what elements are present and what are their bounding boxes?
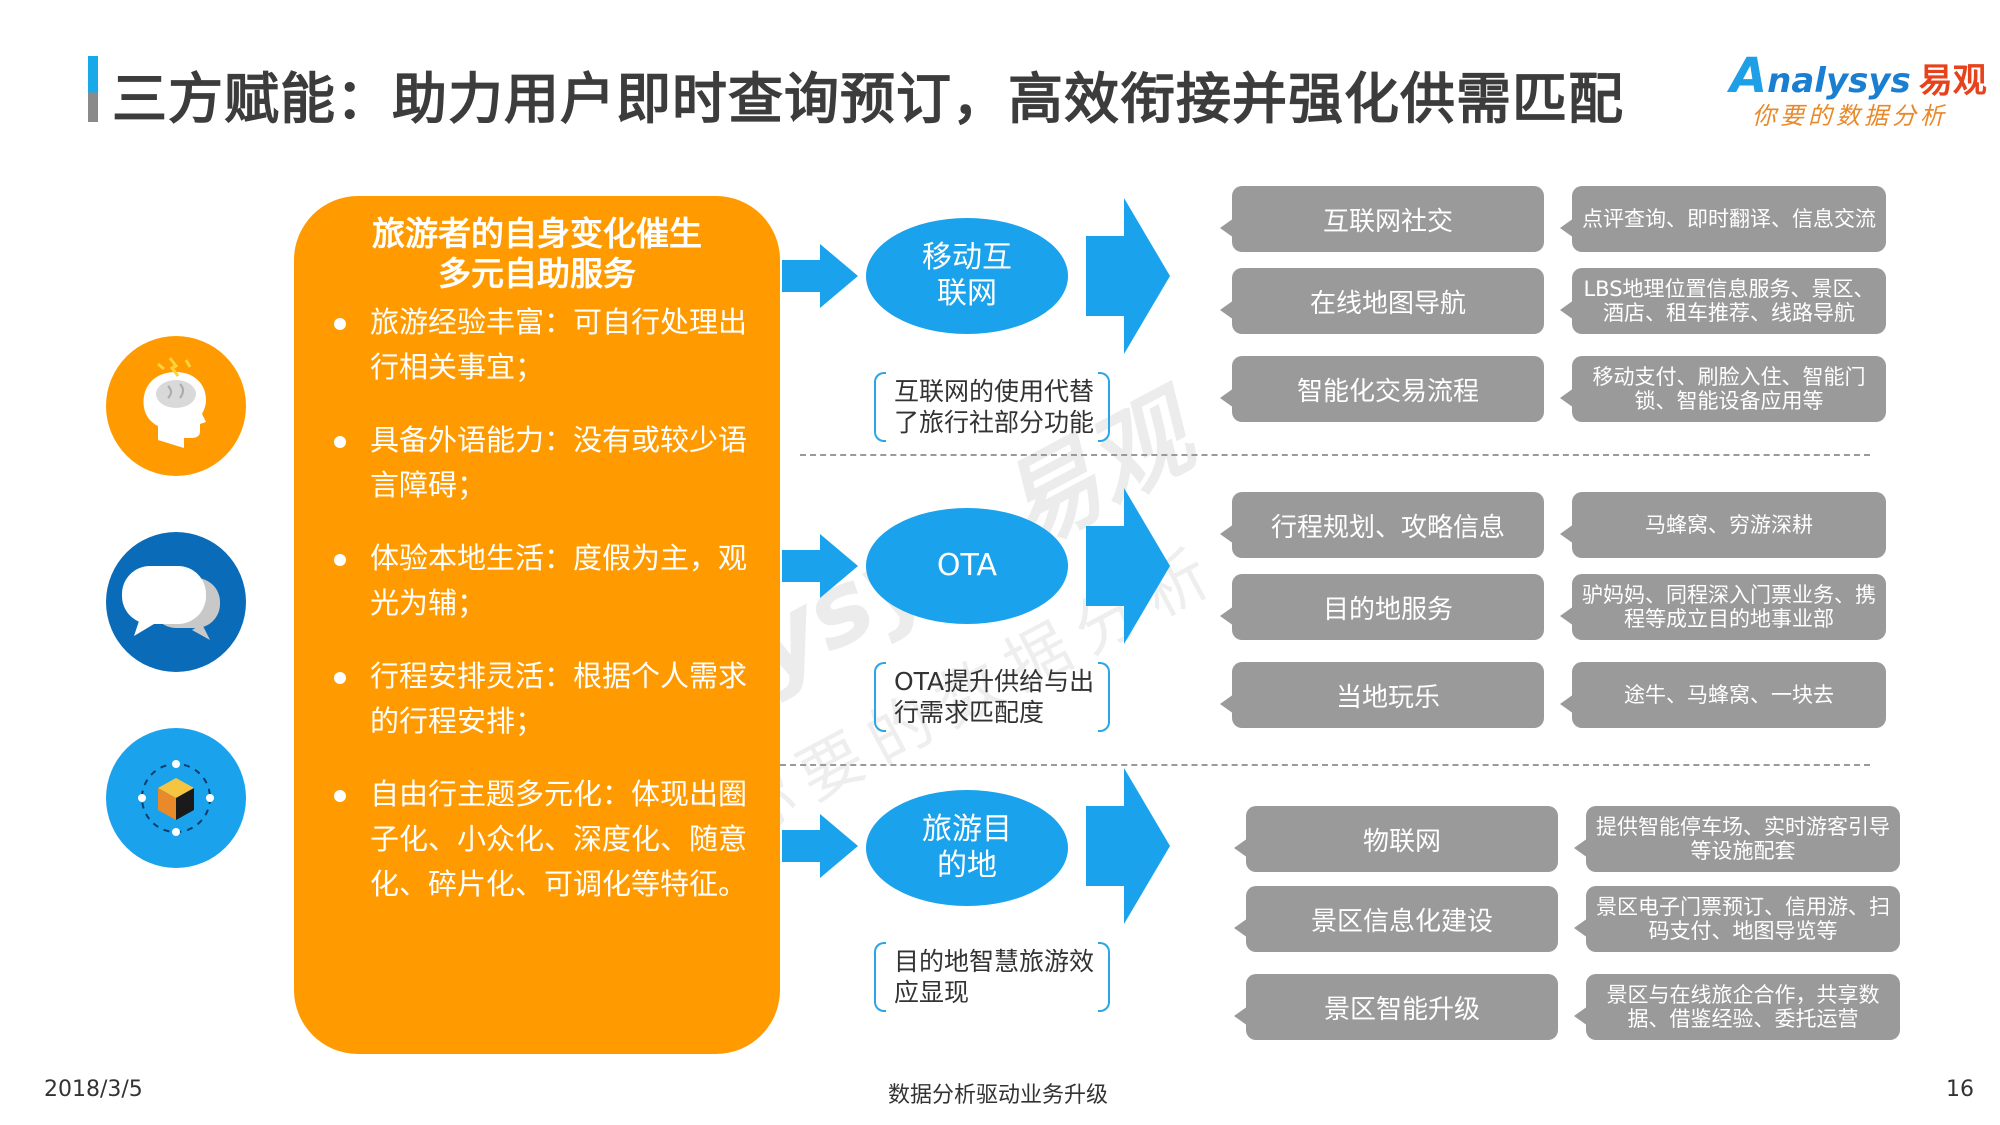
list-item: 旅游经验丰富：可自行处理出行相关事宜； bbox=[334, 300, 764, 390]
channel-mobile-internet: 移动互联网 bbox=[866, 218, 1068, 334]
feature-box: 智能化交易流程 bbox=[1220, 356, 1544, 422]
large-arrow-icon bbox=[1086, 488, 1170, 644]
detail-box: 马蜂窝、穷游深耕 bbox=[1560, 492, 1886, 558]
detail-box: 点评查询、即时翻译、信息交流 bbox=[1560, 186, 1886, 252]
title-accent-bar bbox=[88, 56, 98, 122]
panel-title-line2: 多元自助服务 bbox=[438, 254, 636, 293]
page-title: 三方赋能：助力用户即时查询预订，高效衔接并强化供需匹配 bbox=[112, 67, 1625, 131]
small-arrow-icon bbox=[782, 244, 858, 308]
logo-initial: A bbox=[1730, 48, 1768, 104]
channel-label: 移动互联网 bbox=[922, 240, 1012, 311]
panel-title: 旅游者的自身变化催生 多元自助服务 bbox=[294, 214, 780, 294]
section-note: 目的地智慧旅游效应显现 bbox=[874, 942, 1110, 1012]
list-item: 体验本地生活：度假为主，观光为辅； bbox=[334, 536, 764, 626]
footer-center: 数据分析驱动业务升级 bbox=[888, 1083, 1109, 1108]
feature-box: 互联网社交 bbox=[1220, 186, 1544, 252]
detail-box: 驴妈妈、同程深入门票业务、携程等成立目的地事业部 bbox=[1560, 574, 1886, 640]
section-divider bbox=[800, 454, 1870, 456]
detail-box: LBS地理位置信息服务、景区、酒店、租车推荐、线路导航 bbox=[1560, 268, 1886, 334]
detail-box: 景区电子门票预订、信用游、扫码支付、地图导览等 bbox=[1574, 886, 1900, 952]
feature-box: 当地玩乐 bbox=[1220, 662, 1544, 728]
channel-label: 旅游目的地 bbox=[922, 812, 1012, 883]
channel-destination: 旅游目的地 bbox=[866, 790, 1068, 906]
section-note: OTA提升供给与出行需求匹配度 bbox=[874, 662, 1110, 732]
feature-box: 景区智能升级 bbox=[1234, 974, 1558, 1040]
channel-ota: OTA bbox=[866, 508, 1068, 624]
detail-box: 途牛、马蜂窝、一块去 bbox=[1560, 662, 1886, 728]
small-arrow-icon bbox=[782, 814, 858, 878]
section-note: 互联网的使用代替了旅行社部分功能 bbox=[874, 372, 1110, 442]
section-divider bbox=[780, 764, 1870, 766]
logo-brand: nalysys bbox=[1767, 61, 1911, 101]
self-service-panel: 旅游者的自身变化催生 多元自助服务 旅游经验丰富：可自行处理出行相关事宜； 具备… bbox=[294, 196, 780, 1054]
panel-bullet-list: 旅游经验丰富：可自行处理出行相关事宜； 具备外语能力：没有或较少语言障碍； 体验… bbox=[334, 300, 764, 935]
detail-box: 提供智能停车场、实时游客引导等设施配套 bbox=[1574, 806, 1900, 872]
detail-box: 景区与在线旅企合作，共享数据、借鉴经验、委托运营 bbox=[1574, 974, 1900, 1040]
feature-box: 目的地服务 bbox=[1220, 574, 1544, 640]
feature-box: 行程规划、攻略信息 bbox=[1220, 492, 1544, 558]
chat-bubbles-icon bbox=[106, 532, 246, 672]
detail-box: 移动支付、刷脸入住、智能门锁、智能设备应用等 bbox=[1560, 356, 1886, 422]
large-arrow-icon bbox=[1086, 768, 1170, 924]
channel-label: OTA bbox=[936, 548, 998, 583]
list-item: 自由行主题多元化：体现出圈子化、小众化、深度化、随意化、碎片化、可调化等特征。 bbox=[334, 772, 764, 907]
small-arrow-icon bbox=[782, 534, 858, 598]
logo-slogan: 你要的数据分析 bbox=[1752, 102, 1948, 130]
feature-box: 在线地图导航 bbox=[1220, 268, 1544, 334]
list-item: 具备外语能力：没有或较少语言障碍； bbox=[334, 418, 764, 508]
panel-title-line1: 旅游者的自身变化催生 bbox=[372, 214, 702, 253]
large-arrow-icon bbox=[1086, 198, 1170, 354]
feature-box: 物联网 bbox=[1234, 806, 1558, 872]
footer-date: 2018/3/5 bbox=[44, 1077, 143, 1102]
feature-box: 景区信息化建设 bbox=[1234, 886, 1558, 952]
cube-icon bbox=[106, 728, 246, 868]
logo-brand-cn: 易观 bbox=[1918, 61, 1987, 101]
brain-icon bbox=[106, 336, 246, 476]
list-item: 行程安排灵活：根据个人需求的行程安排； bbox=[334, 654, 764, 744]
page-number: 16 bbox=[1946, 1077, 1974, 1102]
